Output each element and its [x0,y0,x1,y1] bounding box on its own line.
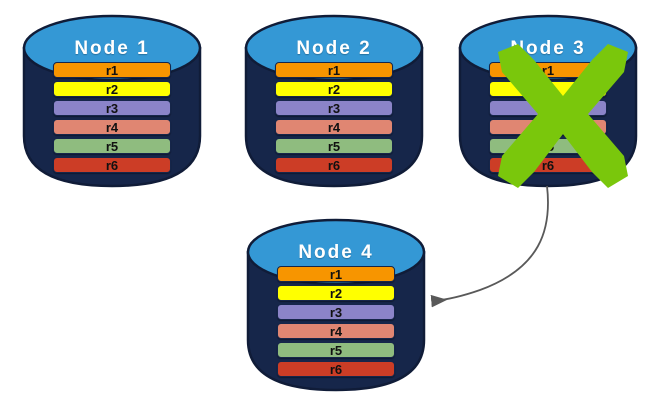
record-label: r5 [327,138,341,154]
node-1[interactable]: Node 1 r1 r2 r3 r4 r5 r6 [22,8,202,188]
node-2-record-r6[interactable]: r6 [275,157,393,173]
node-4[interactable]: Node 4 r1 r2 r3 r4 r5 r6 [246,212,426,392]
node-1-record-r2[interactable]: r2 [53,81,171,97]
node-1-record-r6[interactable]: r6 [53,157,171,173]
node-2-record-r3[interactable]: r3 [275,100,393,116]
node-2[interactable]: Node 2 r1 r2 r3 r4 r5 r6 [244,8,424,188]
node-4-record-r2[interactable]: r2 [277,285,395,301]
node-2-record-r2[interactable]: r2 [275,81,393,97]
node-4-record-r3[interactable]: r3 [277,304,395,320]
record-label: r6 [327,157,341,173]
node-1-record-r5[interactable]: r5 [53,138,171,154]
record-label: r4 [105,119,119,135]
record-label: r5 [329,342,343,358]
node-4-record-r1[interactable]: r1 [277,266,395,282]
record-label: r4 [327,119,341,135]
record-label: r1 [327,62,341,78]
node-2-record-r4[interactable]: r4 [275,119,393,135]
record-label: r6 [329,361,343,377]
node-4-record-r6[interactable]: r6 [277,361,395,377]
record-label: r3 [329,304,343,320]
node-2-record-r1[interactable]: r1 [275,62,393,78]
record-label: r2 [329,285,343,301]
node-1-record-r3[interactable]: r3 [53,100,171,116]
record-label: r5 [105,138,119,154]
record-label: r1 [105,62,119,78]
node-1-record-r4[interactable]: r4 [53,119,171,135]
record-label: r6 [105,157,119,173]
record-label: r1 [329,266,343,282]
node-2-record-r5[interactable]: r5 [275,138,393,154]
record-label: r3 [105,100,119,116]
record-label: r3 [327,100,341,116]
record-label: r2 [105,81,119,97]
node-4-record-r5[interactable]: r5 [277,342,395,358]
record-label: r2 [327,81,341,97]
record-label: r4 [329,323,343,339]
node-1-record-r1[interactable]: r1 [53,62,171,78]
node-4-record-r4[interactable]: r4 [277,323,395,339]
